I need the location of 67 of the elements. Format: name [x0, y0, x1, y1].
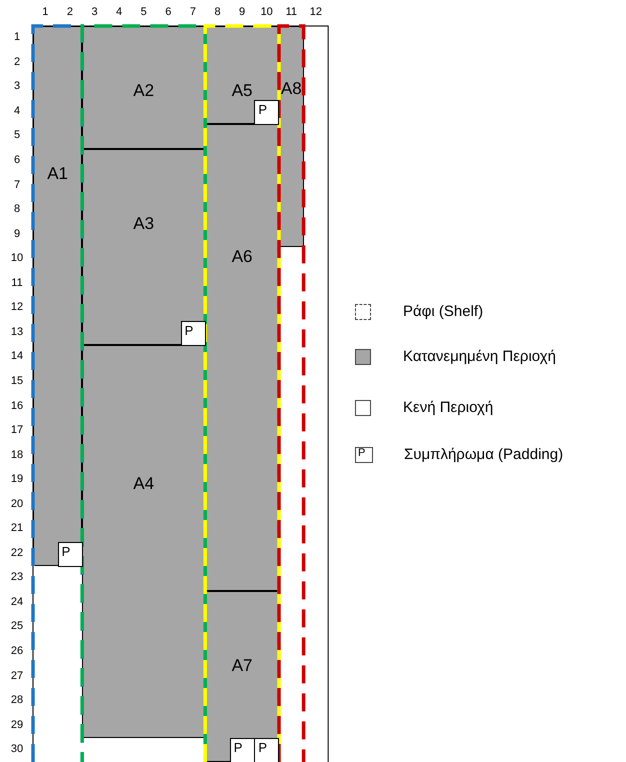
column-number: 4: [115, 6, 124, 18]
row-number: 21: [10, 522, 24, 534]
row-number: 1: [12, 31, 22, 44]
row-number: 8: [12, 203, 22, 216]
row-number: 5: [12, 129, 22, 142]
area-label: A4: [133, 474, 154, 493]
legend-label: Συμπλήρωμα (Padding): [404, 446, 564, 463]
column-number: 11: [284, 6, 298, 18]
row-number: 27: [10, 670, 24, 682]
row-number: 14: [10, 350, 24, 362]
column-number: 6: [164, 6, 172, 18]
padding-box: P: [254, 738, 280, 762]
padding-box: P: [230, 738, 255, 762]
row-number: 3: [12, 80, 22, 92]
row-number: 6: [12, 154, 22, 166]
row-number: 23: [10, 571, 24, 584]
row-number: 16: [10, 400, 24, 412]
allocated-area: [205, 590, 279, 762]
row-number: 18: [10, 448, 24, 461]
column-number: 7: [188, 6, 197, 18]
area-label: A8: [280, 79, 302, 98]
row-number: 19: [10, 473, 24, 486]
row-number: 7: [12, 178, 22, 191]
padding-box: P: [180, 320, 206, 346]
area-label: A6: [232, 246, 252, 266]
row-number: 20: [10, 498, 24, 510]
area-label: A1: [47, 164, 68, 183]
row-number: 12: [10, 301, 24, 314]
area-label: A2: [133, 81, 154, 100]
row-number: 22: [10, 546, 24, 559]
row-number: 25: [10, 620, 24, 632]
column-number: 5: [140, 6, 148, 18]
row-number: 10: [10, 252, 24, 264]
padding-sample: P: [355, 447, 373, 463]
allocated-area: [82, 26, 206, 149]
padding-box: P: [58, 542, 83, 567]
allocated-area: [205, 26, 279, 124]
row-number: 26: [10, 645, 24, 658]
column-number: 8: [213, 6, 222, 18]
column-number: 1: [41, 6, 50, 18]
row-number: 29: [10, 718, 24, 731]
row-number: 4: [12, 104, 22, 117]
row-number: 30: [10, 743, 24, 756]
row-number: 13: [10, 326, 24, 338]
row-number: 24: [10, 596, 24, 608]
row-number: 9: [12, 228, 22, 240]
area-label: A5: [232, 81, 252, 100]
column-number: 9: [238, 6, 246, 18]
row-number: 2: [12, 56, 22, 68]
column-number: 3: [90, 6, 99, 18]
allocated-area: [205, 124, 279, 591]
row-number: 11: [10, 276, 24, 289]
row-number: 28: [10, 694, 24, 706]
area-label: A3: [133, 214, 154, 233]
allocated-area: [82, 148, 206, 346]
legend-label: Ράφι (Shelf): [403, 303, 484, 320]
allocated-area: [82, 345, 206, 738]
legend-label: Κενή Περιοχή: [403, 399, 494, 416]
column-number: 10: [260, 6, 274, 18]
column-number: 12: [308, 6, 324, 18]
row-number: 15: [10, 374, 24, 387]
row-number: 17: [10, 424, 24, 436]
padding-box: P: [254, 100, 280, 125]
area-label: A7: [232, 656, 252, 675]
legend-label: Κατανεμημένη Περιοχή: [403, 348, 556, 365]
allocated-area: [33, 26, 82, 566]
column-number: 2: [66, 6, 74, 18]
